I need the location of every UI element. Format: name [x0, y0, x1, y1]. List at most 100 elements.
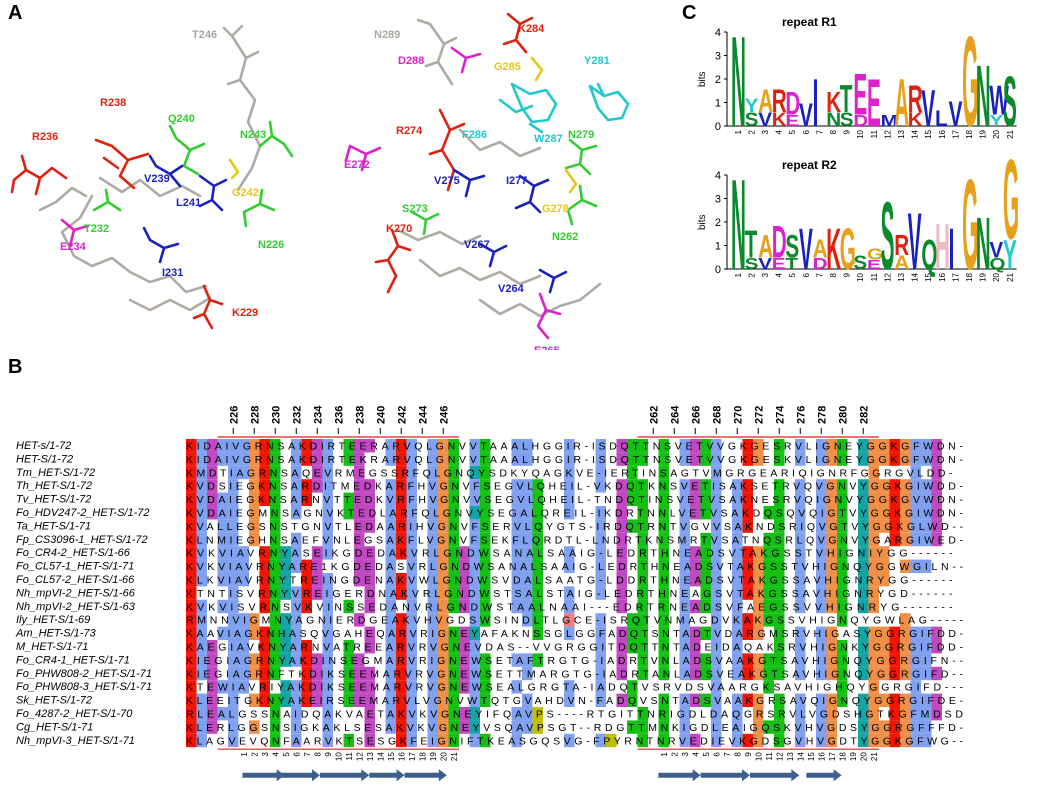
residue-cell — [270, 666, 281, 681]
residue-cell — [700, 532, 711, 547]
residue-cell — [448, 720, 459, 734]
residue-cell — [427, 586, 438, 600]
residue-cell — [385, 439, 396, 453]
repeat-position-label: 21 — [450, 752, 459, 761]
alignment-number: 272 — [753, 406, 765, 424]
residue-cell — [711, 519, 722, 533]
residue-cell — [816, 599, 827, 614]
residue-cell — [858, 532, 869, 547]
residue-cell — [889, 707, 900, 721]
residue-cell — [900, 653, 911, 667]
repeat-position-label: 8 — [733, 752, 742, 757]
logo-position-label: 21 — [1006, 129, 1015, 138]
residue-cell — [385, 680, 396, 694]
residue-cell — [732, 492, 743, 506]
residue-cell — [690, 626, 701, 640]
residue-cell — [931, 626, 942, 640]
repeat-position-label: 8 — [313, 752, 322, 757]
residue-cell — [753, 720, 764, 734]
residue-cell — [658, 586, 669, 600]
residue-cell — [837, 693, 848, 707]
residue-cell — [322, 653, 333, 667]
right-label-w287: W287 — [534, 133, 563, 145]
beta-strand-arrow — [277, 769, 320, 782]
logo-letter: D — [772, 217, 787, 267]
logo-letter: E — [853, 64, 867, 128]
residue-cell — [480, 599, 491, 614]
repeat-position-label: 5 — [702, 752, 711, 757]
residue-cell — [837, 519, 848, 533]
residue-cell — [280, 653, 291, 667]
residue-cell — [291, 613, 302, 627]
g285-sticks — [530, 56, 544, 82]
residue-cell — [511, 559, 522, 573]
residue-cell — [564, 479, 575, 493]
repeat-position-label: 20 — [859, 752, 868, 761]
residue-cell — [763, 546, 774, 560]
residue-cell — [900, 506, 911, 520]
structure-labels: T246R238Q240N243R236G242V239N226L241T232… — [32, 23, 610, 350]
residue-cell — [238, 439, 249, 453]
residue-cell — [511, 532, 522, 547]
left-label-t232: T232 — [84, 223, 109, 235]
alignment-number: 244 — [417, 405, 429, 424]
residue-cell — [931, 693, 942, 707]
residue-cell — [280, 573, 291, 587]
logo-letter: Y — [745, 95, 759, 116]
residue-cell — [858, 653, 869, 667]
residue-cell — [385, 452, 396, 466]
residue-cell — [459, 573, 470, 587]
residue-cell — [291, 546, 302, 560]
residue-cell — [322, 465, 333, 480]
residue-cell — [228, 479, 239, 493]
residue-cell — [637, 653, 648, 667]
alignment-number: 230 — [270, 406, 282, 424]
residue-cell — [385, 599, 396, 614]
residue-cell — [186, 492, 197, 506]
residue-cell — [595, 613, 606, 627]
residue-cell — [795, 720, 806, 734]
residue-cell — [207, 492, 218, 506]
residue-cell — [385, 626, 396, 640]
alignment-number: 240 — [375, 406, 387, 424]
residue-cell — [207, 479, 218, 493]
residue-cell — [679, 559, 690, 573]
residue-cell — [354, 680, 365, 694]
residue-cell — [795, 693, 806, 707]
residue-cell — [322, 613, 333, 627]
residue-cell — [826, 452, 837, 466]
left-label-q240: Q240 — [168, 113, 195, 125]
sequence-name: Fo_CL57-2_HET-S/1-66 — [16, 574, 135, 586]
residue-cell — [627, 640, 638, 654]
sequence-residues: KIDAIVGRNSAKDIRTEERARVQLGNVVTAAALHGGIR-I… — [186, 441, 964, 453]
beta-strand-arrow — [806, 769, 842, 782]
residue-cell — [658, 599, 669, 614]
residue-cell — [837, 532, 848, 547]
residue-cell — [595, 559, 606, 573]
residue-cell — [679, 452, 690, 466]
logo-y-tick-label: 4 — [715, 170, 721, 182]
logo-y-tick-label: 3 — [715, 51, 721, 63]
k229-sticks — [192, 284, 224, 330]
residue-cell — [406, 559, 417, 573]
residue-cell — [406, 599, 417, 614]
residue-cell — [270, 693, 281, 707]
residue-cell — [795, 586, 806, 600]
residue-cell — [532, 720, 543, 734]
residue-cell — [774, 666, 785, 681]
residue-cell — [889, 640, 900, 654]
residue-cell — [711, 546, 722, 560]
residue-cell — [354, 546, 365, 560]
residue-cell — [627, 439, 638, 453]
residue-cell — [270, 707, 281, 721]
logo-position-label: 4 — [775, 129, 784, 134]
right-label-n262: N262 — [552, 231, 578, 243]
residue-cell — [690, 693, 701, 707]
residue-cell — [312, 465, 323, 480]
residue-cell — [196, 506, 207, 520]
residue-cell — [459, 586, 470, 600]
residue-cell — [196, 439, 207, 453]
logo-y-tick-label: 3 — [715, 194, 721, 206]
